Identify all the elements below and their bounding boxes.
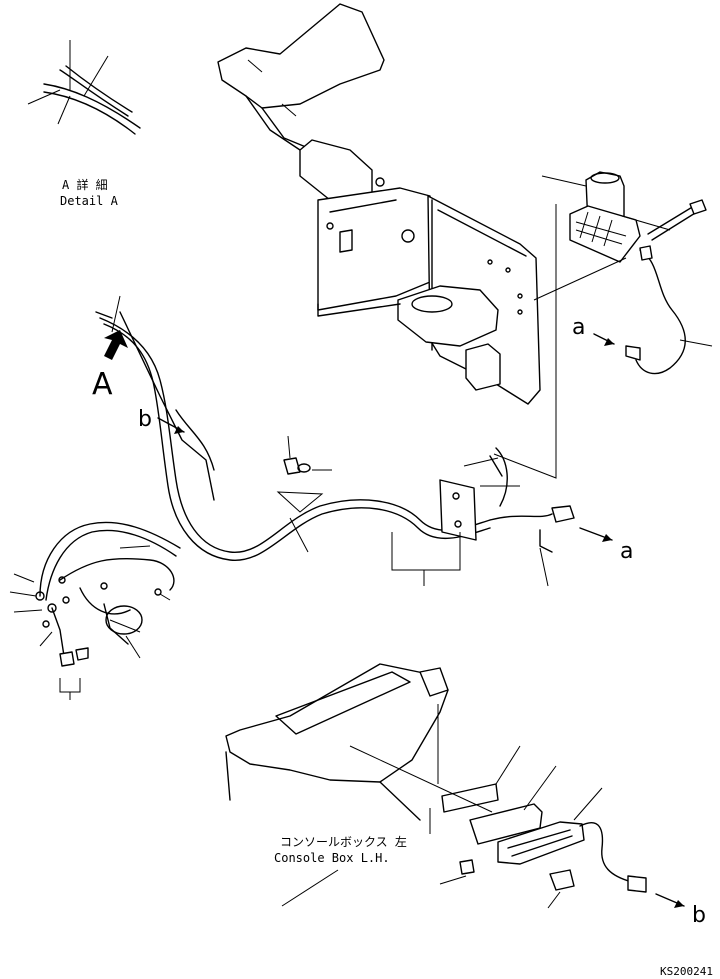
main-bracket-panel	[217, 3, 541, 405]
leader-line	[533, 257, 627, 301]
view-arrow-a	[104, 295, 128, 360]
console-label-en: Console Box L.H.	[274, 851, 390, 865]
console-label-jp: コンソールボックス 左	[280, 834, 407, 849]
arrow-a-top	[593, 333, 615, 346]
switch-plates	[441, 783, 585, 865]
relay-controller	[541, 171, 713, 375]
leader-line	[463, 457, 499, 467]
arrow-a-right	[579, 527, 613, 542]
drawing-code: KS200241	[660, 965, 713, 978]
harness-bracket	[439, 479, 477, 541]
view-letter-a: A	[92, 367, 113, 402]
leader-line	[493, 204, 557, 479]
main-harness	[95, 311, 575, 561]
marker-b-left: b	[138, 407, 152, 432]
clamp-group	[276, 491, 461, 586]
arrow-b-left	[157, 417, 185, 434]
bolt-washer	[283, 435, 332, 475]
marker-a-top: a	[572, 315, 585, 340]
arrow-b-right	[655, 893, 685, 908]
console-box	[225, 663, 449, 821]
leader-line	[539, 547, 549, 587]
console-harness	[459, 821, 647, 893]
detail-a-wires	[27, 40, 141, 135]
marker-a-right: a	[620, 539, 633, 564]
detail-a-label-jp: A 詳 細	[62, 177, 108, 192]
connector-cluster	[9, 521, 181, 700]
console-leaders	[281, 704, 603, 909]
detail-a-label-en: Detail A	[60, 194, 119, 208]
marker-b-right: b	[692, 903, 706, 928]
